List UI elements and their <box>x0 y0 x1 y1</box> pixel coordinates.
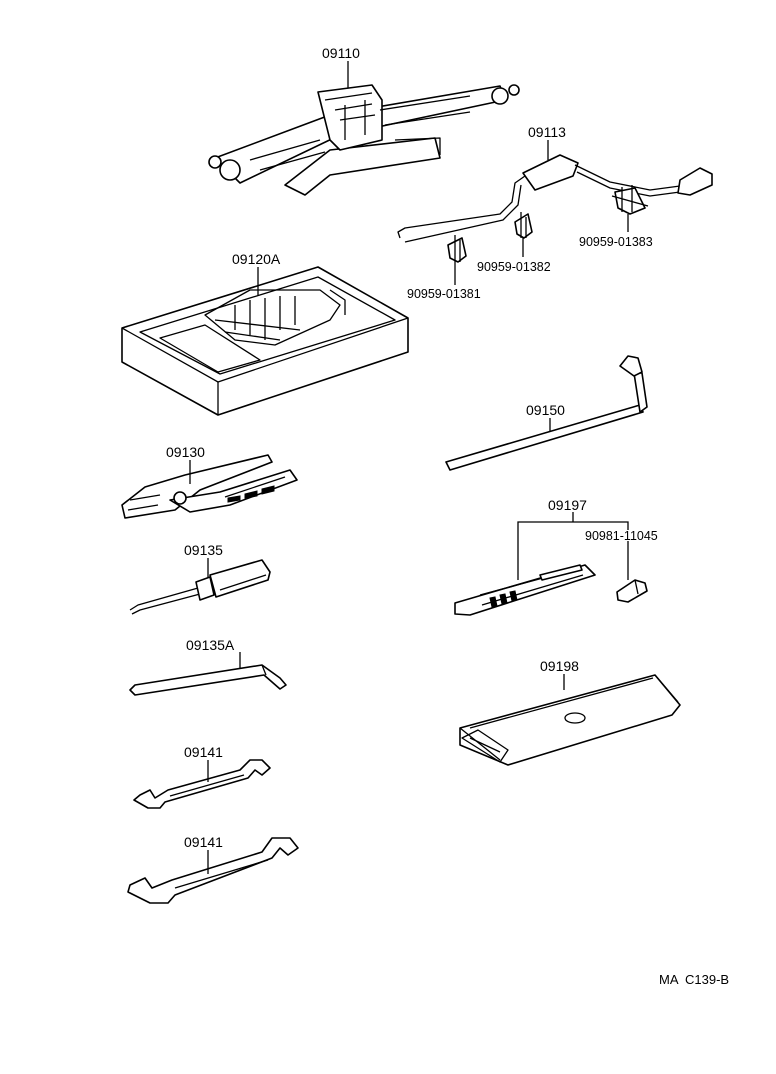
tool-bag-label: 09198 <box>540 658 579 674</box>
tester-drawing <box>454 564 596 616</box>
lug-wrench-drawing <box>445 355 648 471</box>
handle-label: 09113 <box>528 124 566 140</box>
clamp-1383-label: 90959-01383 <box>579 235 653 249</box>
pliers-drawing <box>121 454 298 519</box>
jack-drawing <box>208 84 520 196</box>
tray-label: 09120A <box>232 251 281 267</box>
jack-label: 09110 <box>322 45 360 61</box>
screwdriver-drawing <box>129 559 271 615</box>
clamp-1382-drawing <box>514 212 533 239</box>
clamp-1381-drawing <box>447 235 467 263</box>
clamp-1381-label: 90959-01381 <box>407 287 481 301</box>
lug-wrench-label: 09150 <box>526 402 565 418</box>
clamp-1382-label: 90959-01382 <box>477 260 551 274</box>
bulb-drawing <box>616 579 648 603</box>
wrench-small-drawing <box>133 759 271 809</box>
wrench-small-label: 09141 <box>184 744 223 760</box>
wrench-large-drawing <box>127 837 299 904</box>
offset-driver-label: 09135A <box>186 637 235 653</box>
jack-handle-drawing <box>397 154 713 243</box>
tool-bag-drawing <box>459 674 681 766</box>
bulb-label: 90981-11045 <box>585 529 658 543</box>
diagram-reference-code: MA C139-B <box>659 972 729 987</box>
tool-tray-drawing <box>121 266 409 416</box>
wrench-large-label: 09141 <box>184 834 223 850</box>
offset-driver-drawing <box>129 664 287 696</box>
screwdriver-label: 09135 <box>184 542 223 558</box>
clamp-1383-drawing <box>611 185 649 215</box>
pliers-label: 09130 <box>166 444 205 460</box>
tester-label: 09197 <box>548 497 587 513</box>
